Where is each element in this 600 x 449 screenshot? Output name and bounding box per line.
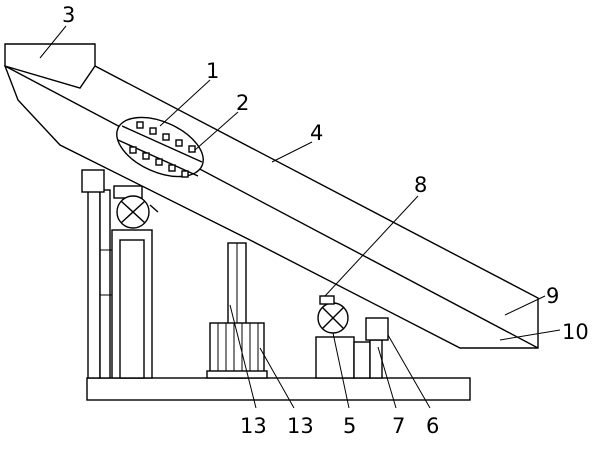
label-10: 10 [562, 320, 589, 344]
left-support-frame [81, 169, 153, 379]
label-3: 3 [62, 3, 75, 27]
feed-hopper [4, 43, 96, 89]
label-9: 9 [546, 284, 559, 308]
leader-lines [39, 25, 561, 409]
label-2: 2 [236, 91, 249, 115]
label-13-rod: 13 [240, 414, 267, 438]
label-4: 4 [310, 121, 323, 145]
label-1: 1 [206, 59, 219, 83]
right-support [315, 295, 389, 379]
base-plate [86, 377, 471, 401]
screen-window [116, 116, 204, 178]
label-13-motor: 13 [287, 414, 314, 438]
label-7: 7 [392, 414, 405, 438]
label-8: 8 [414, 173, 427, 197]
label-5: 5 [343, 414, 356, 438]
left-ball-joint [113, 185, 159, 229]
label-6: 6 [426, 414, 439, 438]
